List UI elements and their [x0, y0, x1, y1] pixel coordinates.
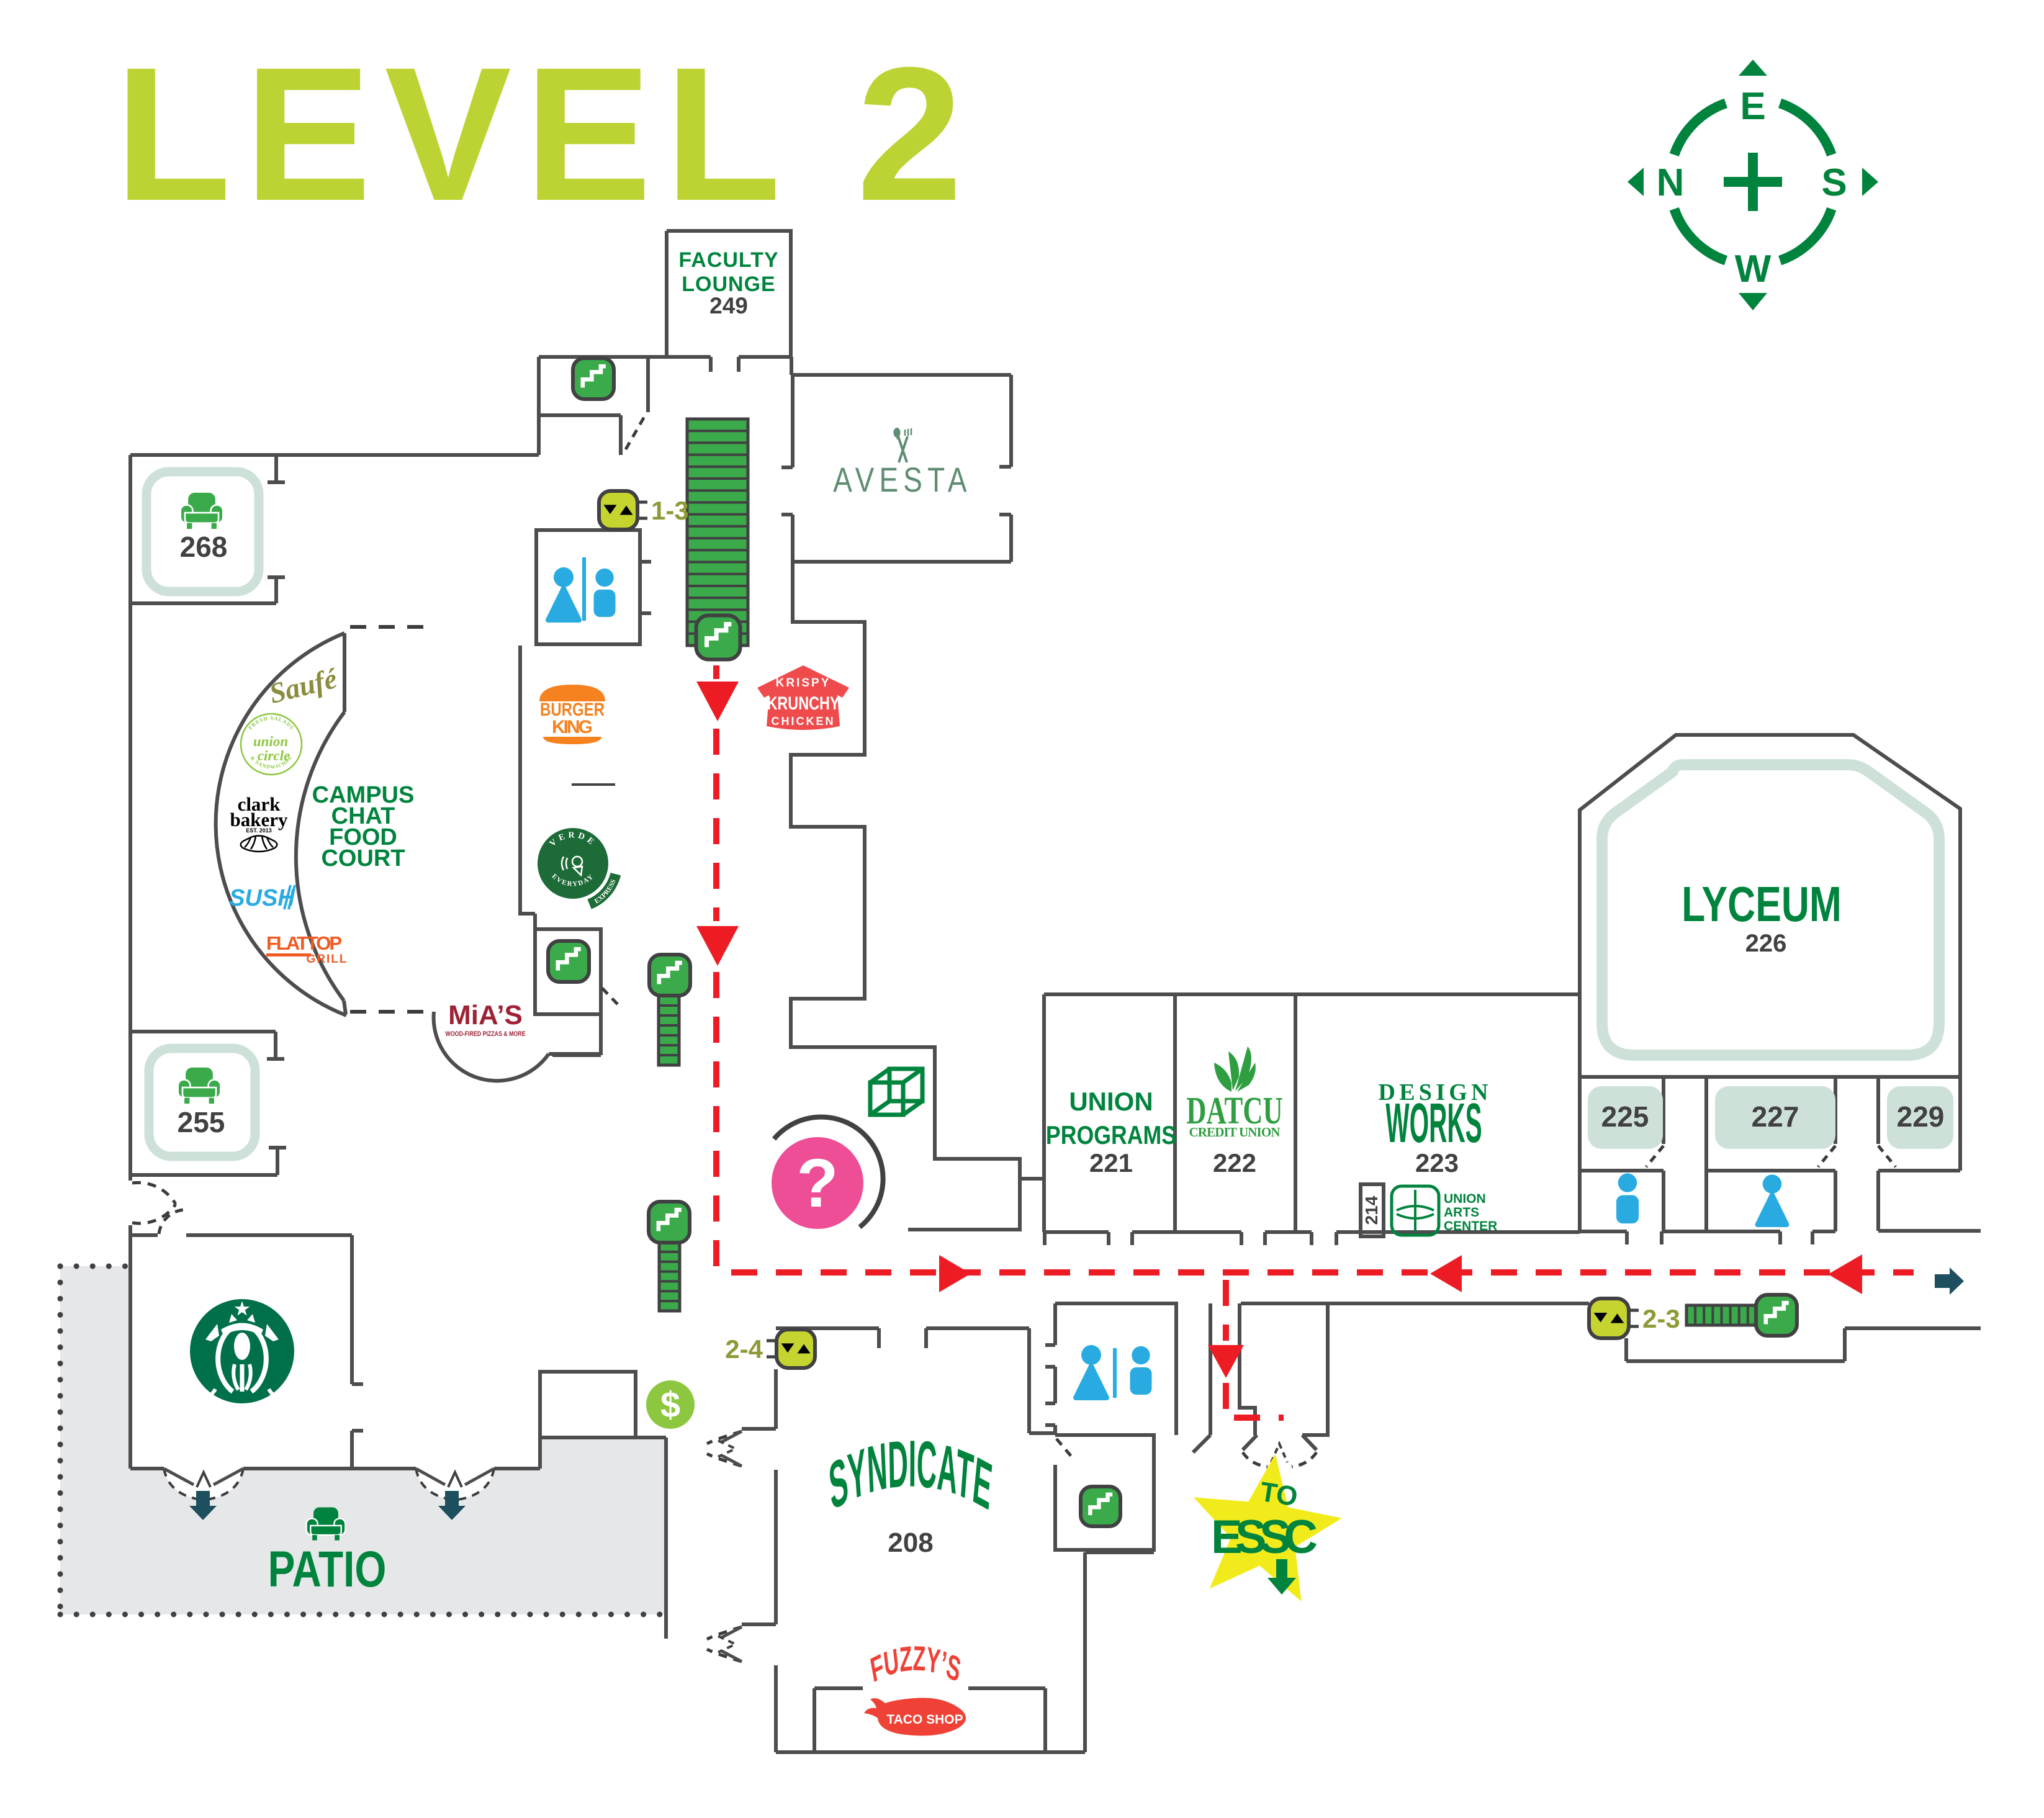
svg-text:N: N	[1657, 161, 1685, 204]
svg-text:221: 221	[1089, 1148, 1133, 1177]
svg-text:$: $	[660, 1385, 680, 1425]
svg-text:CAMPUS: CAMPUS	[312, 782, 415, 808]
svg-text:GRILL: GRILL	[307, 953, 348, 966]
svg-text:227: 227	[1752, 1100, 1799, 1133]
svg-text:2-4: 2-4	[725, 1334, 763, 1364]
svg-text:DATCU: DATCU	[1186, 1089, 1282, 1132]
svg-text:225: 225	[1601, 1100, 1649, 1133]
svg-text:TO: TO	[1258, 1477, 1300, 1513]
svg-text:bakery: bakery	[230, 809, 289, 830]
svg-text:AVESTA: AVESTA	[833, 461, 972, 499]
svg-text:268: 268	[180, 531, 228, 563]
svg-text:PATIO: PATIO	[268, 1541, 387, 1598]
svg-text:FACULTY: FACULTY	[678, 248, 778, 272]
svg-text:KING: KING	[552, 717, 593, 737]
svg-text:TACO SHOP: TACO SHOP	[886, 1712, 963, 1727]
svg-text:UNION: UNION	[1444, 1192, 1486, 1206]
svg-text:CREDIT UNION: CREDIT UNION	[1189, 1125, 1281, 1140]
svg-text:circle: circle	[258, 748, 290, 763]
svg-text:ARTS: ARTS	[1444, 1205, 1479, 1220]
svg-text:clark: clark	[238, 793, 281, 815]
svg-text:FOOD: FOOD	[329, 824, 397, 850]
svg-text:?: ?	[796, 1145, 838, 1222]
svg-text:E: E	[1740, 85, 1765, 128]
svg-text:223: 223	[1415, 1148, 1459, 1177]
svg-text:LEVEL 2: LEVEL 2	[115, 28, 976, 241]
svg-text:255: 255	[178, 1106, 225, 1138]
svg-text:WOOD-FIRED PIZZAS & MORE: WOOD-FIRED PIZZAS & MORE	[446, 1030, 526, 1038]
svg-text:CENTER: CENTER	[1444, 1219, 1497, 1233]
svg-text:1-3: 1-3	[651, 496, 689, 525]
svg-text:FLATTOP: FLATTOP	[266, 932, 342, 954]
svg-text:2-3: 2-3	[1642, 1304, 1680, 1333]
svg-text:226: 226	[1745, 930, 1787, 957]
svg-text:LOUNGE: LOUNGE	[682, 272, 775, 296]
svg-text:222: 222	[1213, 1148, 1256, 1177]
svg-text:W: W	[1735, 248, 1772, 290]
svg-text:ESSC: ESSC	[1211, 1511, 1318, 1564]
svg-text:UNION: UNION	[1069, 1087, 1153, 1116]
svg-text:249: 249	[709, 293, 748, 318]
svg-text:LYCEUM: LYCEUM	[1682, 877, 1842, 932]
svg-text:WORKS: WORKS	[1385, 1092, 1482, 1154]
svg-text:KRUNCHY: KRUNCHY	[767, 693, 840, 713]
svg-text:229: 229	[1897, 1100, 1945, 1133]
svg-text:EST. 2013: EST. 2013	[246, 827, 272, 834]
svg-text:208: 208	[888, 1528, 933, 1558]
svg-text:KRISPY: KRISPY	[776, 677, 831, 690]
svg-text:COURT: COURT	[321, 845, 405, 871]
svg-text:BURGER: BURGER	[540, 698, 605, 719]
svg-text:PROGRAMS: PROGRAMS	[1046, 1121, 1176, 1150]
svg-text:union: union	[253, 734, 288, 749]
svg-text:214: 214	[1362, 1195, 1381, 1225]
svg-text:CHICKEN: CHICKEN	[771, 715, 835, 727]
svg-text:MiA’S: MiA’S	[448, 1000, 523, 1030]
svg-text:S: S	[1821, 161, 1847, 204]
svg-text:CHAT: CHAT	[331, 803, 395, 829]
